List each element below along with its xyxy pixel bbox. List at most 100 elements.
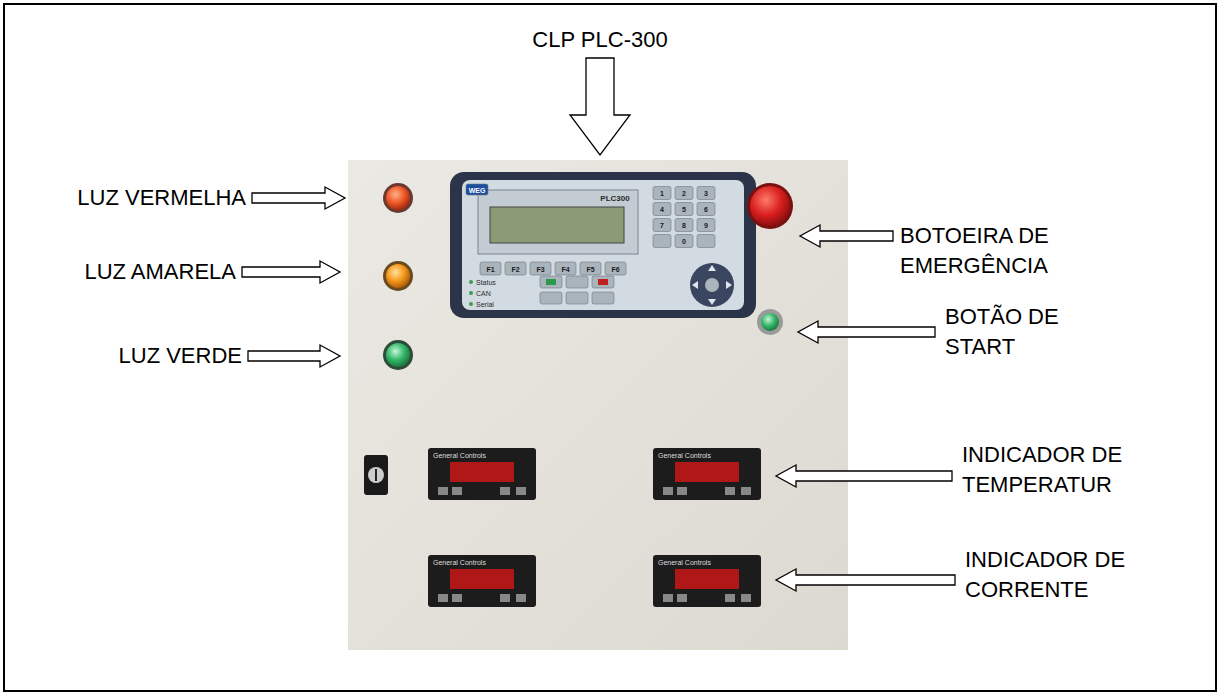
keypad-digit: 7: [660, 222, 664, 229]
pointer-arrow: [570, 58, 630, 155]
plc-key: [592, 292, 614, 304]
function-key: F3: [536, 265, 544, 272]
indicator-key: [516, 594, 526, 602]
plc-bezel: [450, 172, 756, 318]
indicator-key: [452, 594, 462, 602]
indicator-housing: [428, 448, 536, 500]
arrow-down-mark: [708, 299, 716, 305]
key-switch-cylinder: [368, 467, 384, 483]
brand-logo: WEG: [469, 186, 486, 193]
part-label: LUZ VERMELHA: [77, 183, 246, 213]
indicator-display: [450, 569, 514, 589]
plc-enter-key: [705, 278, 719, 292]
plc-key: [697, 203, 715, 216]
plc-key: [653, 187, 671, 200]
indicator: [428, 555, 536, 607]
brand-label: General Controls: [433, 452, 486, 459]
status-led: [469, 291, 473, 295]
pointer-arrow: [800, 225, 893, 247]
arrow-up-mark: [708, 265, 716, 271]
plc-key: [653, 203, 671, 216]
indicator-key: [741, 594, 751, 602]
arrow-right-mark: [726, 281, 732, 289]
emergency-button: [750, 186, 790, 226]
brand-label: General Controls: [433, 559, 486, 566]
emergency-button-ring: [747, 183, 793, 229]
key-switch: [364, 455, 388, 495]
red-light: [386, 186, 410, 210]
arrow-left-mark: [692, 281, 698, 289]
pointer-arrow: [776, 569, 955, 591]
indicator: [653, 555, 761, 607]
plc-key: [605, 262, 626, 275]
indicator-key: [741, 487, 751, 495]
pointer-arrow: [798, 321, 935, 343]
pointer-arrow: [252, 187, 345, 209]
part-label: INDICADOR DE TEMPERATUR: [962, 440, 1177, 500]
amber-light: [386, 264, 410, 288]
logo-plate: [466, 184, 488, 195]
indicator-housing: [428, 555, 536, 607]
light-bezel: [383, 261, 413, 291]
indicator-key: [452, 487, 462, 495]
function-key: F4: [561, 265, 569, 272]
indicator-key: [663, 594, 673, 602]
indicator-key: [438, 487, 448, 495]
status-led: [469, 302, 473, 306]
part-label: LUZ AMARELA: [84, 257, 236, 287]
function-key: F6: [611, 265, 619, 272]
indicator-key: [677, 594, 687, 602]
plc-key: [555, 262, 576, 275]
indicator-key: [677, 487, 687, 495]
indicator-key: [500, 487, 510, 495]
indicator-housing: [653, 448, 761, 500]
function-key: F2: [511, 265, 519, 272]
indicator-display: [675, 462, 739, 482]
figure-frame: [4, 4, 1216, 691]
plc-key: [566, 292, 588, 304]
key-mark: [598, 279, 608, 285]
plc-arrow-pad: [690, 263, 734, 307]
plc-key: [653, 235, 671, 248]
pointer-arrow: [242, 261, 340, 283]
function-key: F5: [586, 265, 594, 272]
indicator-key: [725, 487, 735, 495]
part-label: INDICADOR DE CORRENTE: [965, 545, 1180, 605]
plc-key: [592, 276, 614, 288]
keypad-digit: 6: [704, 206, 708, 213]
keypad-digit: 8: [682, 222, 686, 229]
plc-key: [675, 187, 693, 200]
plc-key: [675, 235, 693, 248]
green-light: [386, 343, 410, 367]
plc-key: [697, 219, 715, 232]
status-indicator-label: CAN: [476, 290, 491, 297]
start-button-ring: [757, 309, 783, 335]
plc-key: [675, 203, 693, 216]
light-bezel: [383, 340, 413, 370]
keypad-digit: 3: [704, 190, 708, 197]
status-indicator-label: Serial: [476, 301, 494, 308]
plc-key: [675, 219, 693, 232]
pointer-arrow: [248, 345, 340, 367]
keypad-digit: 2: [682, 190, 686, 197]
key-slot: [375, 469, 377, 481]
part-label: BOTÃO DE START: [945, 302, 1095, 362]
indicator-key: [725, 594, 735, 602]
plc-key: [505, 262, 526, 275]
brand-label: General Controls: [658, 559, 711, 566]
plc-key: [530, 262, 551, 275]
plc-keys: [466, 184, 715, 275]
status-led: [469, 280, 473, 284]
indicator-key: [500, 594, 510, 602]
indicator: [653, 448, 761, 500]
plc-key: [580, 262, 601, 275]
keypad-digit: 1: [660, 190, 664, 197]
plc-lcd: [490, 207, 624, 243]
part-label: LUZ VERDE: [119, 341, 242, 371]
part-label: BOTOEIRA DE EMERGÊNCIA: [900, 221, 1115, 281]
brand-label: General Controls: [658, 452, 711, 459]
plc-key: [540, 276, 562, 288]
plc-screen-frame: [478, 190, 638, 254]
